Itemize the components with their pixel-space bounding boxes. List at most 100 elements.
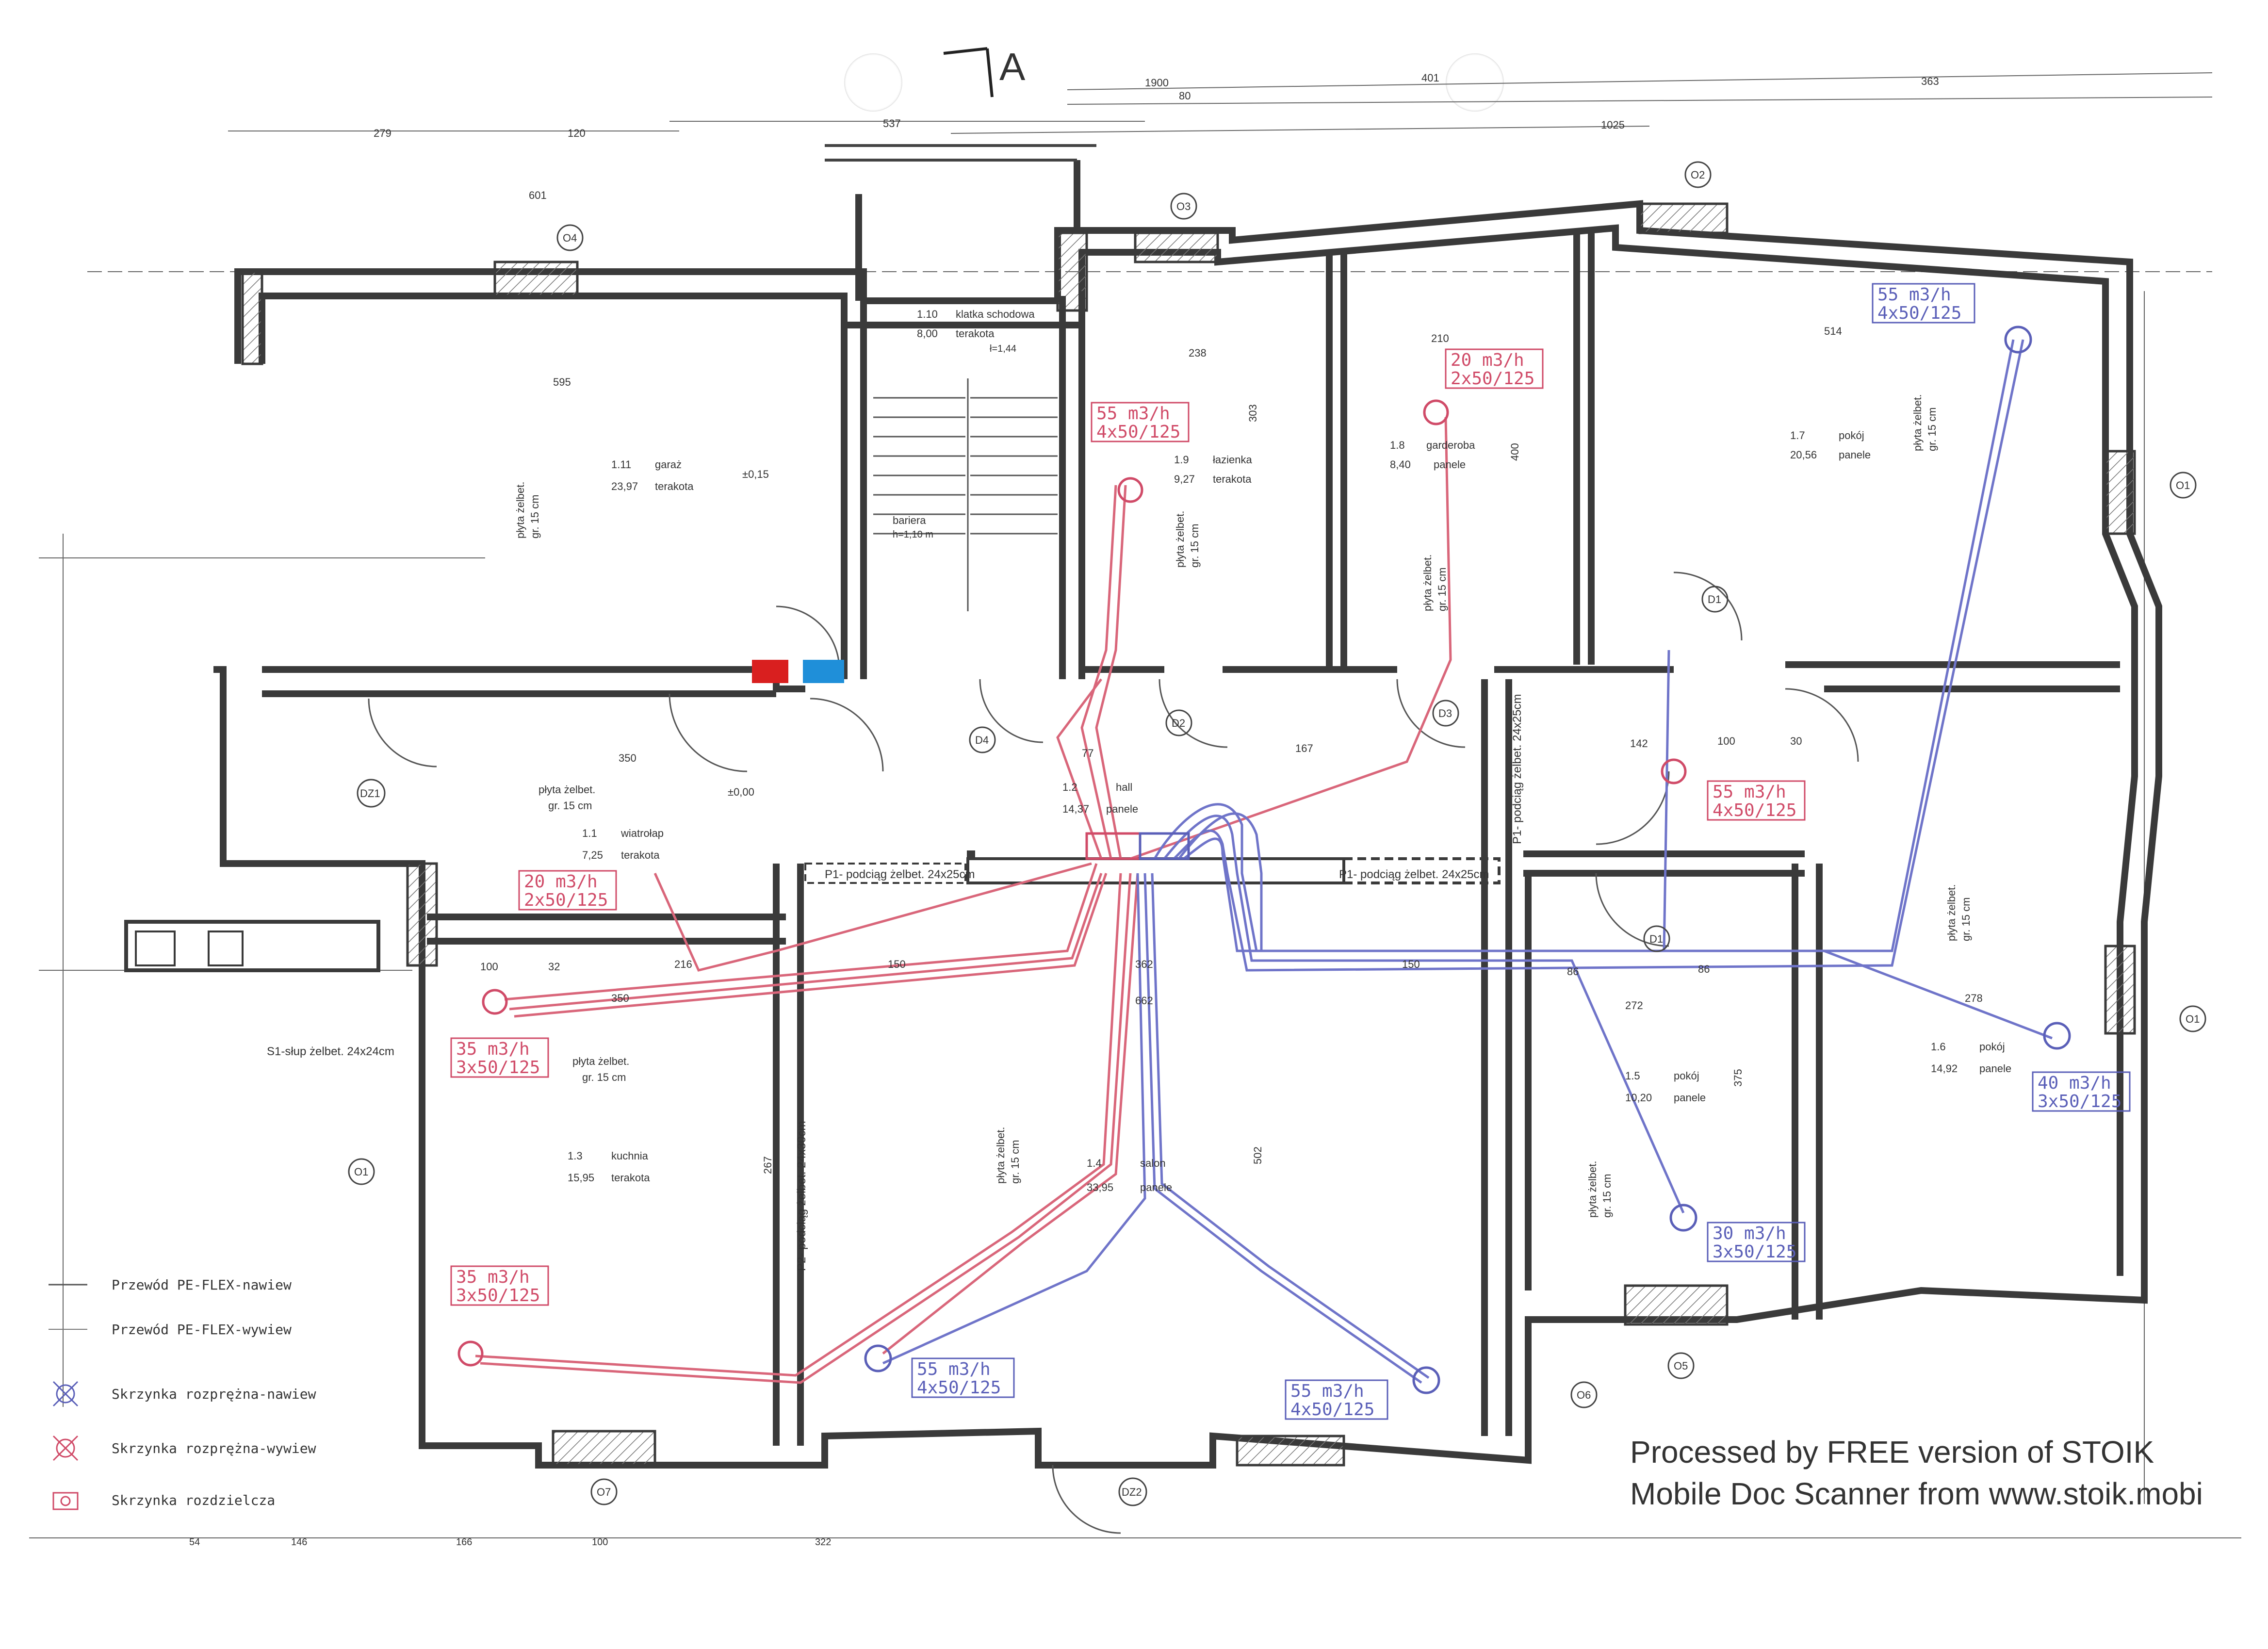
slab-note: płyta żelbet. bbox=[572, 1055, 629, 1067]
slab-thickness: gr. 15 cm bbox=[1436, 568, 1448, 611]
room-floor: terakota bbox=[1213, 473, 1252, 485]
beam-labels: P1- podciąg żelbet. 24x25cm P1- podciąg … bbox=[267, 694, 1524, 1271]
exhaust-plenum-icon bbox=[2004, 326, 2032, 354]
room-floor: panele bbox=[1434, 458, 1466, 471]
airflow-tag-ducts: 3x50/125 bbox=[2038, 1092, 2121, 1111]
exhaust-ducts bbox=[882, 339, 2053, 1384]
room-name: garaż bbox=[655, 458, 682, 471]
top-dimensions: 537 1900 401 363 80 1025 279 120 601 bbox=[374, 72, 1939, 201]
interior-walls bbox=[124, 233, 2120, 1446]
svg-text:O2: O2 bbox=[1691, 169, 1705, 181]
room-name: pokój bbox=[1979, 1041, 2005, 1053]
supply-plenum-icon bbox=[457, 1340, 484, 1367]
airflow-tag-ducts: 2x50/125 bbox=[524, 890, 608, 910]
supply-plenum-icon bbox=[1423, 399, 1449, 425]
exhaust-plenum-icon bbox=[1669, 1204, 1697, 1232]
north-marker: A bbox=[943, 45, 1026, 98]
airflow-tag: 35 m3/h 3x50/125 bbox=[450, 1037, 549, 1078]
airflow-tag-ducts: 3x50/125 bbox=[456, 1058, 540, 1078]
dim-label: 30 bbox=[1790, 735, 1802, 747]
opening-tag-D1: D1 bbox=[1701, 586, 1729, 613]
airflow-tag-ducts: 4x50/125 bbox=[917, 1378, 1001, 1398]
airflow-tag: 55 m3/h 4x50/125 bbox=[1872, 283, 1975, 324]
dim-label: 375 bbox=[1732, 1069, 1744, 1087]
supply-plenum-icon bbox=[1661, 758, 1687, 784]
dim-label: 401 bbox=[1421, 72, 1439, 84]
dim-label: 267 bbox=[762, 1156, 774, 1174]
dim-label: 662 bbox=[1135, 995, 1153, 1007]
airflow-tag-flow: 55 m3/h bbox=[1877, 285, 1951, 305]
dim-label: 86 bbox=[1567, 965, 1579, 978]
slab-note: płyta żelbet. bbox=[1586, 1161, 1599, 1218]
airflow-tag-flow: 55 m3/h bbox=[917, 1359, 991, 1379]
room-area: 20,56 bbox=[1790, 449, 1817, 461]
distribution-box-icon bbox=[52, 1492, 79, 1510]
airflow-tag-flow: 35 m3/h bbox=[456, 1039, 530, 1059]
punch-hole-left bbox=[844, 53, 902, 112]
legend-item-exhaust-duct: Przewód PE-FLEX-wywiew bbox=[49, 1322, 292, 1338]
room-name: pokój bbox=[1674, 1070, 1699, 1082]
slab-thickness: gr. 15 cm bbox=[1189, 524, 1201, 568]
dim-label: 150 bbox=[1402, 958, 1420, 970]
airflow-tag: 35 m3/h 3x50/125 bbox=[450, 1265, 549, 1306]
dim-label: 216 bbox=[674, 958, 692, 970]
dim-label: 100 bbox=[480, 961, 498, 973]
watermark-line-2: Mobile Doc Scanner from www.stoik.mobi bbox=[1630, 1476, 2203, 1512]
room-floor: panele bbox=[1106, 803, 1138, 815]
airflow-tag-flow: 40 m3/h bbox=[2038, 1073, 2111, 1093]
room-name: wiatrołap bbox=[620, 827, 664, 839]
opening-tag-DZ2: DZ2 bbox=[1118, 1477, 1147, 1506]
airflow-tag-flow: 55 m3/h bbox=[1290, 1381, 1364, 1401]
dim-label: 100 bbox=[1717, 735, 1735, 747]
dim-label: 80 bbox=[1179, 90, 1191, 102]
dim-label: 279 bbox=[374, 127, 392, 139]
airflow-tag-ducts: 3x50/125 bbox=[456, 1286, 540, 1306]
svg-text:O5: O5 bbox=[1674, 1360, 1688, 1372]
svg-text:D2: D2 bbox=[1172, 717, 1185, 729]
opening-tag-D1: D1 bbox=[1643, 925, 1670, 952]
legend-label: Skrzynka rozprężna-nawiew bbox=[112, 1386, 316, 1402]
dim-label: 537 bbox=[883, 117, 901, 130]
room-label: 1.9 łazienka 9,27 terakota bbox=[1174, 454, 1252, 485]
scanner-watermark: Processed by FREE version of STOIK Mobil… bbox=[1630, 1431, 2251, 1515]
legend-label: Skrzynka rozdzielcza bbox=[112, 1492, 275, 1508]
stair-barrier-label: bariera bbox=[893, 514, 926, 526]
opening-tag-O5: O5 bbox=[1667, 1352, 1695, 1379]
exhaust-plenum-icon bbox=[52, 1435, 79, 1461]
dim-label: 362 bbox=[1135, 958, 1153, 970]
opening-tag-DZ1: DZ1 bbox=[357, 779, 386, 808]
room-level: ±0,15 bbox=[742, 468, 769, 480]
room-id: 1.7 bbox=[1790, 429, 1805, 441]
dim-label: 514 bbox=[1824, 325, 1842, 337]
svg-text:DZ2: DZ2 bbox=[1122, 1486, 1142, 1498]
slab-note: płyta żelbet. bbox=[1911, 394, 1924, 451]
room-name: salon bbox=[1140, 1157, 1166, 1169]
svg-text:O1: O1 bbox=[2186, 1013, 2200, 1025]
room-area: 10,20 bbox=[1625, 1092, 1652, 1104]
airflow-tag: 20 m3/h 2x50/125 bbox=[518, 870, 617, 911]
bottom-dimensions: 54 146 166 100 322 bbox=[189, 1537, 831, 1548]
airflow-tag-ducts: 4x50/125 bbox=[1290, 1400, 1374, 1420]
north-marker-letter: A bbox=[999, 45, 1026, 88]
distribution-box-exhaust bbox=[1139, 832, 1190, 860]
room-area: 15,95 bbox=[568, 1172, 594, 1184]
opening-tag-D2: D2 bbox=[1165, 709, 1192, 736]
watermark-line-1: Processed by FREE version of STOIK bbox=[1630, 1435, 2154, 1469]
slab-note: płyta żelbet. bbox=[1945, 884, 1958, 941]
distribution-boxes bbox=[1085, 832, 1190, 860]
room-name: łazienka bbox=[1213, 454, 1252, 466]
opening-tag-O6: O6 bbox=[1570, 1381, 1598, 1408]
opening-tag-O1: O1 bbox=[348, 1158, 375, 1185]
exhaust-plenum-icon bbox=[1412, 1366, 1440, 1394]
unit-exhaust-marker bbox=[803, 660, 844, 683]
room-level: ±0,00 bbox=[728, 786, 754, 798]
dim-label: 595 bbox=[553, 376, 571, 388]
opening-tag-O2: O2 bbox=[1684, 161, 1712, 188]
slab-thickness: gr. 15 cm bbox=[1601, 1174, 1613, 1218]
svg-text:O1: O1 bbox=[2176, 479, 2190, 491]
supply-plenum-icon bbox=[1117, 477, 1143, 503]
airflow-tag: 55 m3/h 4x50/125 bbox=[1707, 780, 1806, 821]
airflow-tag-flow: 55 m3/h bbox=[1096, 404, 1170, 424]
room-label: 1.11 garaż 23,97 terakota ±0,15 bbox=[611, 458, 769, 492]
